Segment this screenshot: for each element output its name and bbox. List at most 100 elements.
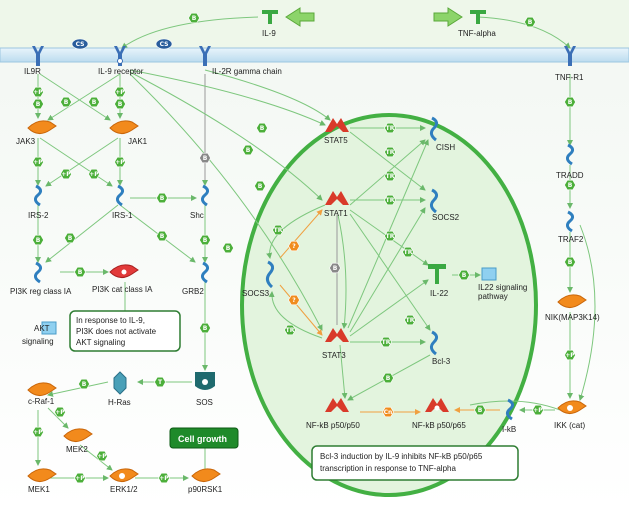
svg-text:+P: +P: [533, 407, 543, 414]
ligand-tnfa-icon: [470, 10, 486, 24]
badge-p: +P: [96, 450, 108, 462]
node-socs2[interactable]: SOCS2: [429, 188, 460, 222]
svg-text:TR: TR: [274, 227, 283, 234]
node-erk[interactable]: ERK1/2: [109, 468, 139, 494]
adapter-icon: [115, 184, 125, 207]
node-tradd[interactable]: TRADD: [556, 143, 584, 180]
node-stat5[interactable]: STAT5: [324, 118, 349, 145]
badge-b: B: [474, 404, 486, 416]
svg-text:B: B: [36, 237, 41, 244]
node-socs3[interactable]: SOCS3: [242, 260, 275, 298]
node-nik[interactable]: NIK(MAP3K14): [545, 294, 600, 322]
badge-p: +P: [32, 156, 44, 168]
node-label: MEK1: [28, 485, 50, 494]
kinase-icon: [557, 294, 587, 308]
arrow-right-icon: [433, 7, 463, 27]
badge-tr: TR: [384, 146, 396, 158]
node-traf2[interactable]: TRAF2: [558, 210, 584, 244]
adapter-icon: [565, 143, 575, 166]
node-nfkb-5065[interactable]: NF-kB p50/p65: [412, 398, 466, 430]
node-irs1[interactable]: IRS-1: [112, 184, 133, 220]
badge-b: B: [222, 242, 234, 254]
adapter-icon: [265, 260, 275, 289]
svg-text:TR: TR: [386, 149, 395, 156]
node-label: NIK(MAP3K14): [545, 313, 600, 322]
badge-p: +P: [88, 168, 100, 180]
badge-q: ?: [288, 294, 300, 306]
tf-icon: [325, 398, 349, 412]
note-cell-growth[interactable]: Cell growth: [169, 427, 239, 449]
svg-text:B: B: [333, 265, 338, 272]
badge-b: B: [78, 378, 90, 390]
node-hras[interactable]: H-Ras: [108, 371, 131, 407]
node-irs2[interactable]: IRS-2: [28, 184, 49, 220]
pathway-icon: [41, 321, 57, 335]
badge-p: +P: [32, 426, 44, 438]
node-il22[interactable]: IL-22: [428, 264, 449, 298]
svg-text:B: B: [78, 269, 83, 276]
node-label: SOS: [196, 398, 213, 407]
svg-text:B: B: [160, 195, 165, 202]
svg-text:+P: +P: [33, 159, 43, 166]
svg-text:TR: TR: [386, 125, 395, 132]
svg-text:?: ?: [292, 243, 296, 250]
node-jak3[interactable]: JAK3: [16, 120, 57, 146]
svg-text:B: B: [64, 99, 69, 106]
badge-cn: Cn: [382, 406, 394, 418]
node-label: TNF-R1: [555, 73, 584, 82]
node-stat1[interactable]: STAT1: [324, 191, 349, 218]
badge-tr: TR: [384, 170, 396, 182]
svg-text:B: B: [203, 325, 208, 332]
node-craf[interactable]: c-Raf-1: [27, 382, 57, 406]
badge-tr: TR: [384, 230, 396, 242]
tf-icon: [425, 398, 449, 412]
node-akt-signaling[interactable]: AKT signaling: [22, 321, 57, 346]
node-sos[interactable]: SOS: [195, 372, 215, 407]
node-cish[interactable]: CISH: [429, 116, 455, 152]
svg-text:CS: CS: [76, 41, 85, 48]
node-jak1[interactable]: JAK1: [109, 120, 148, 146]
node-mek1[interactable]: MEK1: [27, 468, 57, 494]
svg-text:TR: TR: [386, 197, 395, 204]
node-il22-pathway[interactable]: IL22 signaling pathway: [478, 267, 527, 301]
node-ikb[interactable]: I-kB: [502, 398, 516, 434]
node-label: IL-9: [262, 29, 276, 38]
badge-b: B: [88, 96, 100, 108]
node-pi3k-cat[interactable]: PI3K cat class IA: [92, 264, 153, 294]
svg-text:CS: CS: [160, 41, 169, 48]
ligand-il9[interactable]: IL-9: [262, 10, 278, 38]
receptor-tnfr1[interactable]: TNF-R1: [555, 46, 584, 82]
node-shc[interactable]: Shc: [190, 184, 210, 220]
node-label: I-kB: [502, 425, 516, 434]
node-p90rsk1[interactable]: p90RSK1: [188, 468, 223, 494]
receptor-il9-receptor[interactable]: IL-9 receptor: [98, 46, 144, 76]
node-pi3k-reg[interactable]: PI3K reg class IA: [10, 261, 72, 296]
svg-text:B: B: [528, 19, 533, 26]
receptor-il2r-gamma[interactable]: IL-2R gamma chain: [199, 46, 282, 76]
node-label: TNF-alpha: [458, 29, 496, 38]
badge-p: +P: [158, 472, 170, 484]
adapter-icon: [200, 261, 210, 284]
node-ikk[interactable]: IKK (cat): [554, 400, 587, 430]
ligand-tnfa[interactable]: TNF-alpha: [458, 10, 496, 38]
node-label: NF-kB p50/p50: [306, 421, 360, 430]
svg-text:+P: +P: [89, 171, 99, 178]
badge-q: ?: [288, 240, 300, 252]
badge-p: +P: [74, 472, 86, 484]
receptor-il9r[interactable]: IL9R: [24, 46, 44, 76]
badge-p: +P: [564, 349, 576, 361]
node-label: IRS-2: [28, 211, 49, 220]
badge-p: +P: [54, 406, 66, 418]
node-nfkb-5050[interactable]: NF-kB p50/p50: [306, 398, 360, 430]
node-bcl3[interactable]: Bcl-3: [429, 330, 451, 366]
svg-text:PI3K does not activate: PI3K does not activate: [76, 327, 157, 336]
badge-b: B: [199, 322, 211, 334]
node-grb2[interactable]: GRB2: [182, 261, 210, 296]
node-mek2[interactable]: MEK2: [63, 428, 93, 454]
node-label: STAT5: [324, 136, 348, 145]
node-label: IRS-1: [112, 211, 133, 220]
node-stat3[interactable]: STAT3: [322, 328, 349, 360]
adapter-icon: [565, 210, 575, 233]
svg-text:+P: +P: [61, 171, 71, 178]
